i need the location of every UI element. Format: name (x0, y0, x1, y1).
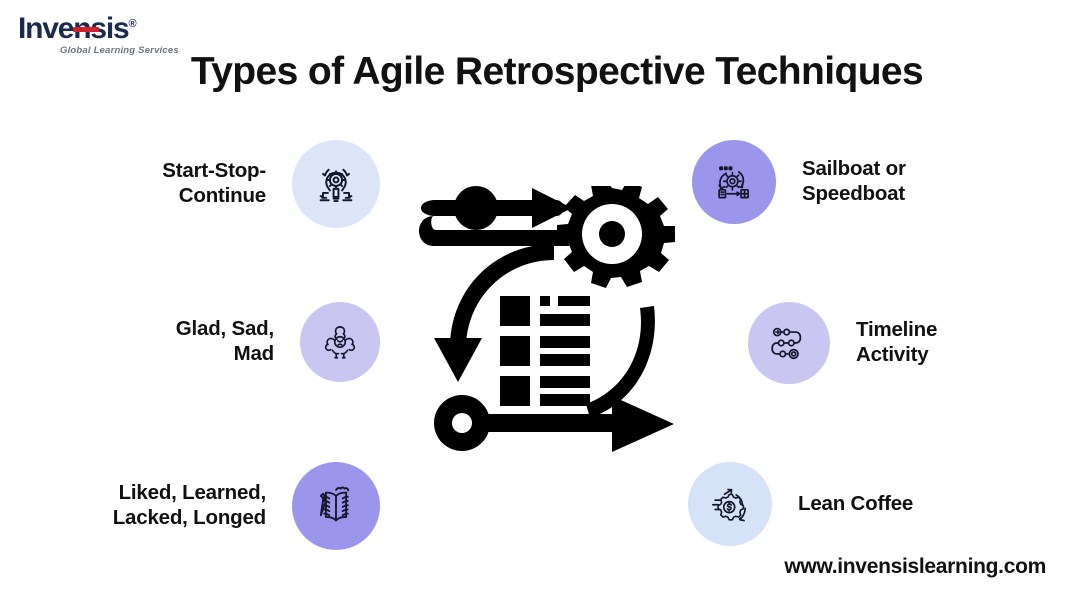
technique-icon-bubble (292, 140, 380, 228)
technique-label: Glad, Sad, Mad (175, 317, 274, 365)
technique-icon-bubble (688, 462, 772, 546)
technique-timeline-activity[interactable]: Timeline Activity (748, 302, 1028, 384)
technique-label: Lean Coffee (798, 491, 914, 515)
technique-label: Start-Stop- Continue (162, 159, 266, 207)
technique-liked-learned-lacked-longed[interactable]: Liked, Learned, Lacked, Longed (40, 462, 380, 550)
technique-icon-bubble (292, 462, 380, 550)
logo-tagline: Global Learning Services (60, 45, 179, 56)
registered-mark: ® (128, 18, 136, 30)
invensis-logo: Invensis® Global Learning Services (18, 14, 188, 60)
open-book-pencil-icon (309, 479, 363, 533)
lightbulb-gear-icon (310, 158, 362, 210)
page-title: Types of Agile Retrospective Techniques (190, 50, 924, 93)
logo-red-bar (73, 27, 99, 32)
technique-lean-coffee[interactable]: Lean Coffee (688, 462, 1008, 546)
technique-label: Sailboat or Speedboat (802, 157, 906, 205)
agile-workflow-icon (404, 180, 696, 476)
technique-sailboat-or-speedboat[interactable]: Sailboat or Speedboat (692, 140, 1012, 224)
website-url: www.invensislearning.com (784, 555, 1046, 578)
technique-glad-sad-mad[interactable]: Glad, Sad, Mad (60, 302, 380, 382)
workflow-gear-icon (709, 157, 759, 207)
angry-face-icon (316, 318, 364, 366)
technique-label: Timeline Activity (856, 318, 938, 366)
gear-dollar-arrow-icon (705, 479, 755, 529)
technique-icon-bubble (692, 140, 776, 224)
technique-icon-bubble (748, 302, 830, 384)
technique-icon-bubble (300, 302, 380, 382)
roadmap-path-icon (764, 318, 814, 368)
technique-label: Liked, Learned, Lacked, Longed (112, 481, 266, 529)
logo-wordmark: Invensis® (18, 14, 188, 44)
technique-start-stop-continue[interactable]: Start-Stop- Continue (60, 140, 380, 228)
